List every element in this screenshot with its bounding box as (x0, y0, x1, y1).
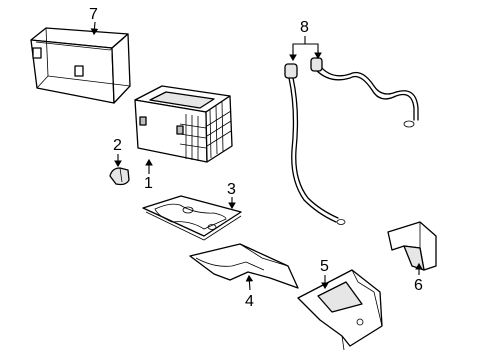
part-5-side-bracket (297, 269, 383, 351)
callout-6: 6 (414, 277, 423, 294)
callout-7: 7 (89, 6, 98, 23)
part-2-terminal-cover (109, 167, 130, 186)
part-8-battery-cables (284, 57, 419, 225)
part-7-battery-insulator-box (30, 27, 131, 104)
callout-1: 1 (144, 175, 153, 192)
callout-5: 5 (320, 258, 329, 275)
part-6-heat-shield (387, 221, 437, 271)
callout-8: 8 (300, 19, 309, 36)
part-3-battery-tray (142, 195, 242, 241)
callout-2: 2 (113, 137, 122, 154)
part-1-battery (134, 85, 233, 163)
leader-lines (90, 21, 423, 291)
part-4-tray-bracket (189, 243, 299, 289)
callout-3: 3 (227, 181, 236, 198)
callout-4: 4 (245, 293, 254, 310)
